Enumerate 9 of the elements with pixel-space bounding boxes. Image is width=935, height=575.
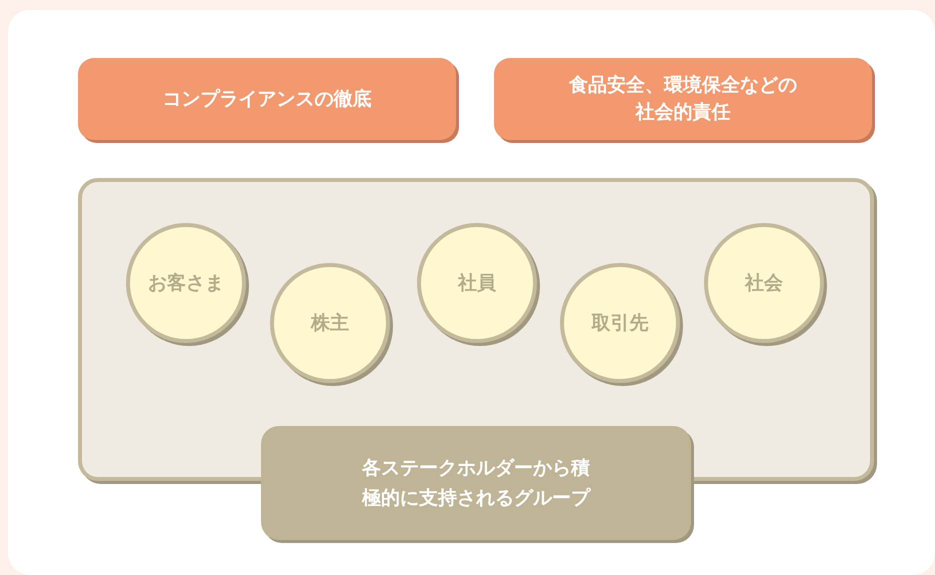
- stakeholder-circle: お客さま: [126, 223, 246, 343]
- result-box: 各ステークホルダーから積極的に支持されるグループ: [261, 426, 691, 540]
- stakeholder-circle: 株主: [270, 263, 390, 383]
- stakeholder-circle: 社会: [704, 223, 824, 343]
- group-panel: [78, 178, 874, 481]
- heading-box: 食品安全、環境保全などの社会的責任: [494, 58, 872, 140]
- stakeholder-circle: 取引先: [560, 263, 680, 383]
- heading-box: コンプライアンスの徹底: [78, 58, 456, 140]
- stakeholder-circle: 社員: [417, 223, 537, 343]
